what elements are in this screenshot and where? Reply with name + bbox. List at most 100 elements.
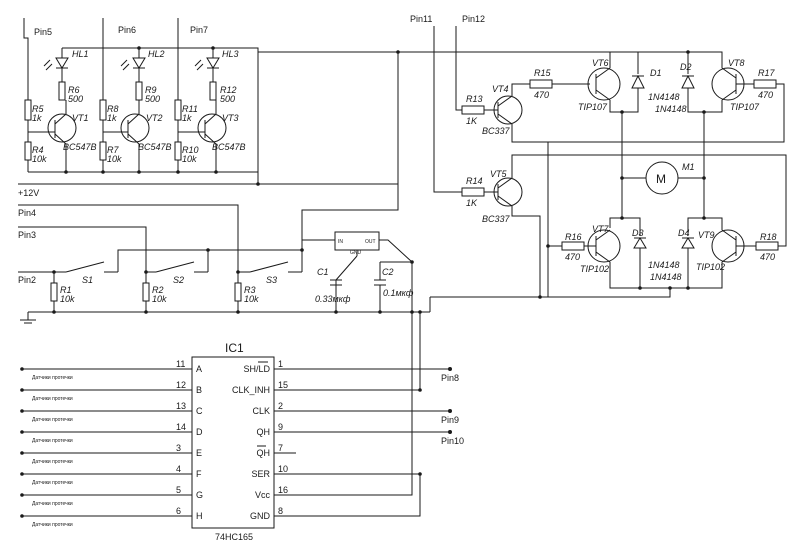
r1-label: R1: [60, 285, 72, 295]
pin9-terminal: [448, 409, 452, 413]
r15-label: R15: [534, 68, 552, 78]
ic1-pin-number: 6: [176, 506, 181, 516]
power-rails: +12V Pin4 Pin3 Pin2 S1 S2 S3 R1: [18, 50, 700, 324]
r16-label: R16: [565, 232, 582, 242]
r3-body: [234, 282, 242, 302]
vt7-type: TIP102: [580, 264, 609, 274]
ic1-pin-number: 10: [278, 464, 288, 474]
pin6-label: Pin6: [118, 25, 136, 35]
ic1-pin-label: GND: [250, 511, 271, 521]
vt9-type: TIP102: [696, 262, 725, 272]
r13-value: 1K: [466, 116, 478, 126]
r16-value: 470: [565, 252, 580, 262]
r17-value: 470: [758, 90, 773, 100]
sensor-terminal: [20, 430, 24, 434]
c2-value: 0.1мкф: [383, 288, 414, 298]
hl1-symbol: [55, 57, 69, 69]
r12-value: 500: [220, 94, 235, 104]
r18-label: R18: [760, 232, 777, 242]
sensor-label: Датчики протечки: [32, 459, 73, 465]
vt4-symbol: [493, 95, 523, 125]
vt5-symbol: [493, 177, 523, 207]
vt9-label: VT9: [698, 230, 715, 240]
r9-value: 500: [145, 94, 160, 104]
s3-switch: [249, 261, 289, 273]
regulator-in-label: IN: [338, 239, 343, 245]
ic1-pin-number: 2: [278, 401, 283, 411]
r6-value: 500: [68, 94, 83, 104]
motor-m-label: M: [656, 172, 666, 186]
r2-value: 10k: [152, 294, 167, 304]
sensor-label: Датчики протечки: [32, 501, 73, 507]
sensor-label: Датчики протечки: [32, 396, 73, 402]
r1-value: 10k: [60, 294, 75, 304]
ic1-pin-number: 5: [176, 485, 181, 495]
r4-label: R4: [32, 145, 44, 155]
pin9-label: Pin9: [441, 415, 459, 425]
ic1-pin-number: 7: [278, 443, 283, 453]
r6-label: R6: [68, 85, 80, 95]
r18-value: 470: [760, 252, 775, 262]
r7-label: R7: [107, 145, 119, 155]
regulator-gnd-label: GND: [350, 250, 362, 256]
r4-body: [24, 141, 32, 161]
d4-type: 1N4148: [650, 272, 682, 282]
vt3-symbol: [197, 113, 227, 143]
r7-value: 10k: [107, 154, 122, 164]
r8-value: 1k: [107, 113, 117, 123]
ic1-pin-label: C: [196, 406, 203, 416]
vt8-label: VT8: [728, 58, 745, 68]
pin5-label: Pin5: [34, 27, 52, 37]
d2-label: D2: [680, 62, 692, 72]
r4-value: 10k: [32, 154, 47, 164]
r7-body: [99, 141, 107, 161]
pin10-label: Pin10: [441, 436, 464, 446]
r8-label: R8: [107, 104, 119, 114]
ic1-pin-label: H: [196, 511, 203, 521]
regulator-out-label: OUT: [365, 239, 376, 245]
vt3-label: VT3: [222, 113, 239, 123]
r13-body: [461, 105, 485, 115]
sensor-terminal: [20, 451, 24, 455]
ic1-pin-number: 15: [278, 380, 288, 390]
sensor-terminal: [20, 493, 24, 497]
vt6-symbol: [587, 67, 621, 101]
r5-body: [24, 99, 32, 121]
r12-body: [209, 81, 217, 101]
r14-value: 1K: [466, 198, 478, 208]
pin2-label: Pin2: [18, 275, 36, 285]
wire-pin4: [18, 204, 239, 272]
r18-body: [755, 241, 779, 251]
r6-body: [58, 81, 66, 101]
r11-label: R11: [182, 104, 198, 114]
r1-body: [50, 282, 58, 302]
r15-value: 470: [534, 90, 549, 100]
d3-label: D3: [632, 228, 644, 238]
r10-value: 10k: [182, 154, 197, 164]
r9-body: [135, 81, 143, 101]
r3-label: R3: [244, 285, 256, 295]
plus12v-label: +12V: [18, 188, 39, 198]
ic1-pin-label: CLK_INH: [232, 385, 270, 395]
vt5-type: BC337: [482, 214, 511, 224]
d3-symbol: [633, 237, 647, 249]
ic1-pin-label: D: [196, 427, 203, 437]
r11-body: [174, 99, 182, 121]
hl2-symbol: [132, 57, 146, 69]
vt1-label: VT1: [72, 113, 89, 123]
vt2-symbol: [120, 113, 150, 143]
ic1-part: 74HC165: [215, 532, 253, 542]
hl1-label: HL1: [72, 49, 89, 59]
c2-label: C2: [382, 267, 394, 277]
s2-label: S2: [173, 275, 184, 285]
ic1-body: [191, 356, 275, 529]
h-bridge-section: Pin11 Pin12 R13 1K VT4 BC337 R14 1K VT5 …: [410, 14, 787, 299]
r11-value: 1k: [182, 113, 192, 123]
pin3-label: Pin3: [18, 230, 36, 240]
sensor-terminal: [20, 514, 24, 518]
s3-label: S3: [266, 275, 277, 285]
r13-label: R13: [466, 94, 483, 104]
